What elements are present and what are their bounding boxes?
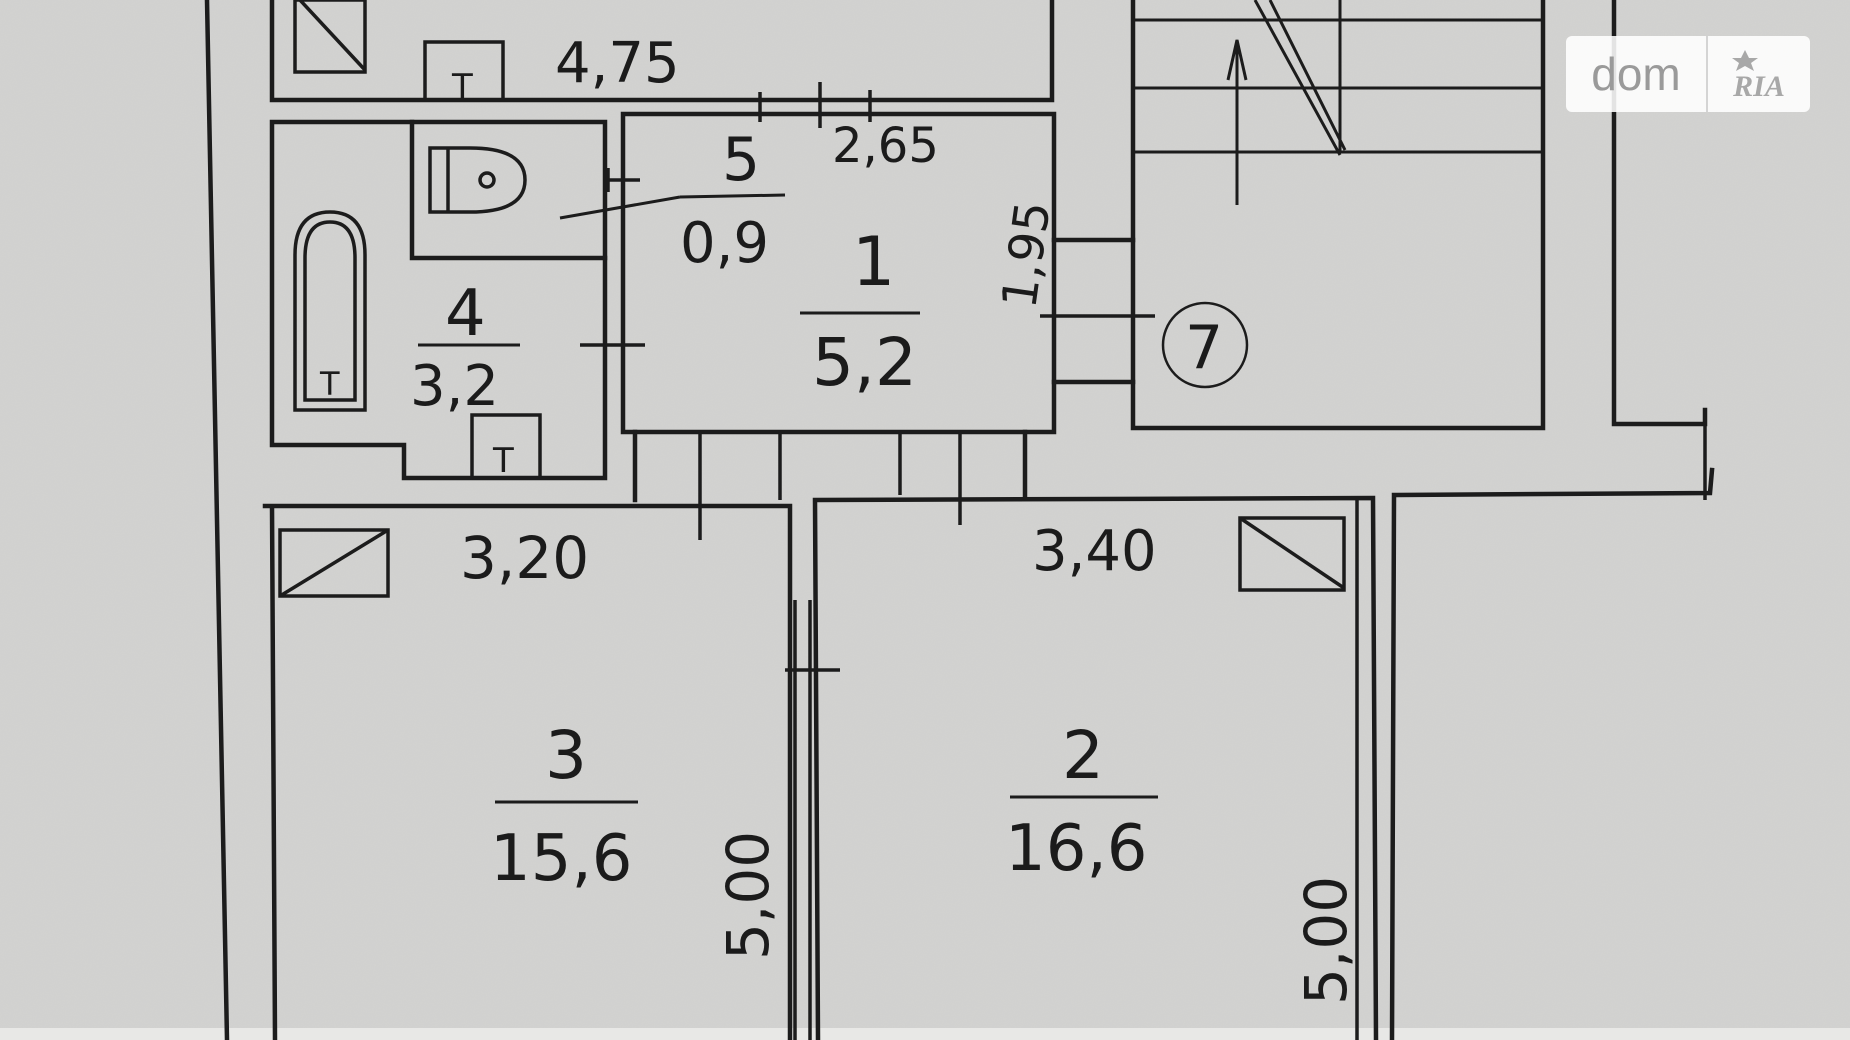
room4-area: 3,2 — [410, 354, 499, 419]
stair-marker-circle — [1161, 301, 1249, 389]
watermark-dom-text: dom — [1566, 36, 1708, 112]
stairs — [1133, 0, 1543, 205]
bathtub-icon — [293, 210, 367, 412]
wc-walls — [409, 119, 608, 261]
room2-walls — [812, 495, 1379, 1040]
top-corridor-walls — [269, 0, 1055, 103]
room1-area: 5,2 — [812, 324, 917, 401]
radiator-right-icon — [1238, 516, 1346, 592]
fraction-bars — [418, 193, 1158, 804]
radiator-left-icon — [278, 528, 390, 598]
bathroom-walls — [269, 119, 608, 481]
tub-label: T — [319, 365, 340, 403]
paper-bottom-edge — [0, 1028, 1850, 1040]
room3-walls — [262, 503, 793, 1040]
door-ticks — [580, 82, 1707, 1040]
hall-walls — [620, 111, 1057, 435]
top-fixture-box-icon — [423, 40, 505, 102]
dim-room2-length: 5,00 — [1292, 876, 1360, 1005]
dim-room3-width: 3,20 — [460, 524, 589, 592]
sink-box-icon — [470, 413, 542, 480]
dim-top-corridor: 4,75 — [555, 31, 680, 96]
stair-landing-walls — [1051, 237, 1136, 385]
sink-label: T — [492, 441, 514, 481]
room2-number: 2 — [1062, 717, 1104, 794]
dim-hall-width: 2,65 — [832, 118, 939, 174]
right-outer-walls — [1389, 467, 1715, 1040]
walls — [204, 0, 1715, 1040]
watermark-ria-logo: RIA — [1708, 46, 1810, 102]
labels: 4,75 2,65 1,95 5 0,9 1 5,2 4 3,2 3,20 3,… — [319, 31, 1360, 1005]
room5-number: 5 — [722, 125, 760, 195]
top-fixture-label: T — [451, 67, 473, 107]
domria-watermark: dom RIA — [1566, 36, 1810, 112]
stairwell-walls — [1130, 0, 1546, 431]
corridor-walls — [632, 429, 1028, 503]
top-appliance-icon — [293, 0, 367, 74]
fixtures — [278, 0, 1346, 598]
room3-area: 15,6 — [490, 822, 633, 896]
watermark-ria-text: RIA — [1732, 70, 1785, 102]
ria-logo-icon: RIA — [1732, 50, 1785, 102]
room5-area: 0,9 — [680, 211, 769, 276]
room1-number: 1 — [852, 223, 895, 302]
dim-room2-width: 3,40 — [1032, 519, 1157, 584]
room5-bar — [679, 193, 786, 199]
dim-room3-length: 5,00 — [714, 831, 782, 960]
outer-wall-left — [204, 0, 230, 1040]
toilet-icon — [428, 146, 527, 214]
right-wall — [1611, 0, 1708, 427]
room4-number: 4 — [445, 277, 486, 351]
stair-marker-number: 7 — [1185, 313, 1223, 383]
room2-area: 16,6 — [1005, 812, 1148, 886]
room3-number: 3 — [545, 717, 587, 794]
